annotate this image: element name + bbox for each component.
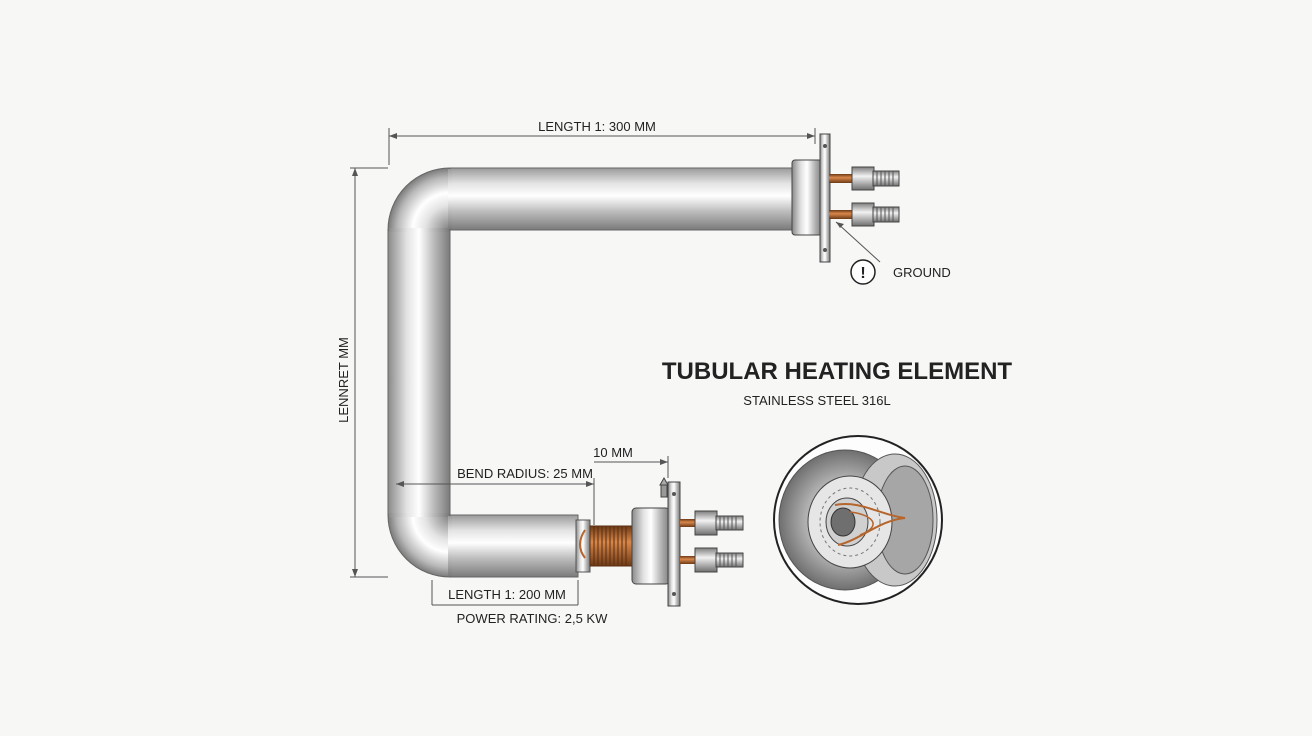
bend-radius-label: BEND RADIUS: 25 MM bbox=[457, 466, 593, 481]
dimension-lines bbox=[350, 128, 881, 606]
cross-section-detail bbox=[773, 435, 943, 605]
ground-label: GROUND bbox=[893, 265, 951, 280]
bottom-terminal bbox=[575, 476, 744, 607]
diagram-title: TUBULAR HEATING ELEMENT bbox=[662, 358, 1013, 385]
power-rating-label: POWER RATING: 2,5 KW bbox=[457, 611, 608, 626]
length-top-label: LENGTH 1: 300 MM bbox=[538, 119, 656, 134]
warning-icon: ! bbox=[850, 259, 876, 285]
length-left-label: LENNRET MM bbox=[336, 337, 351, 423]
top-terminal bbox=[791, 133, 900, 263]
ten-mm-label: 10 MM bbox=[593, 445, 633, 460]
diagram-subtitle: STAINLESS STEEL 316L bbox=[743, 393, 890, 408]
tube bbox=[387, 167, 796, 578]
length-bottom-label: LENGTH 1: 200 MM bbox=[448, 587, 566, 602]
svg-text:!: ! bbox=[860, 265, 865, 282]
